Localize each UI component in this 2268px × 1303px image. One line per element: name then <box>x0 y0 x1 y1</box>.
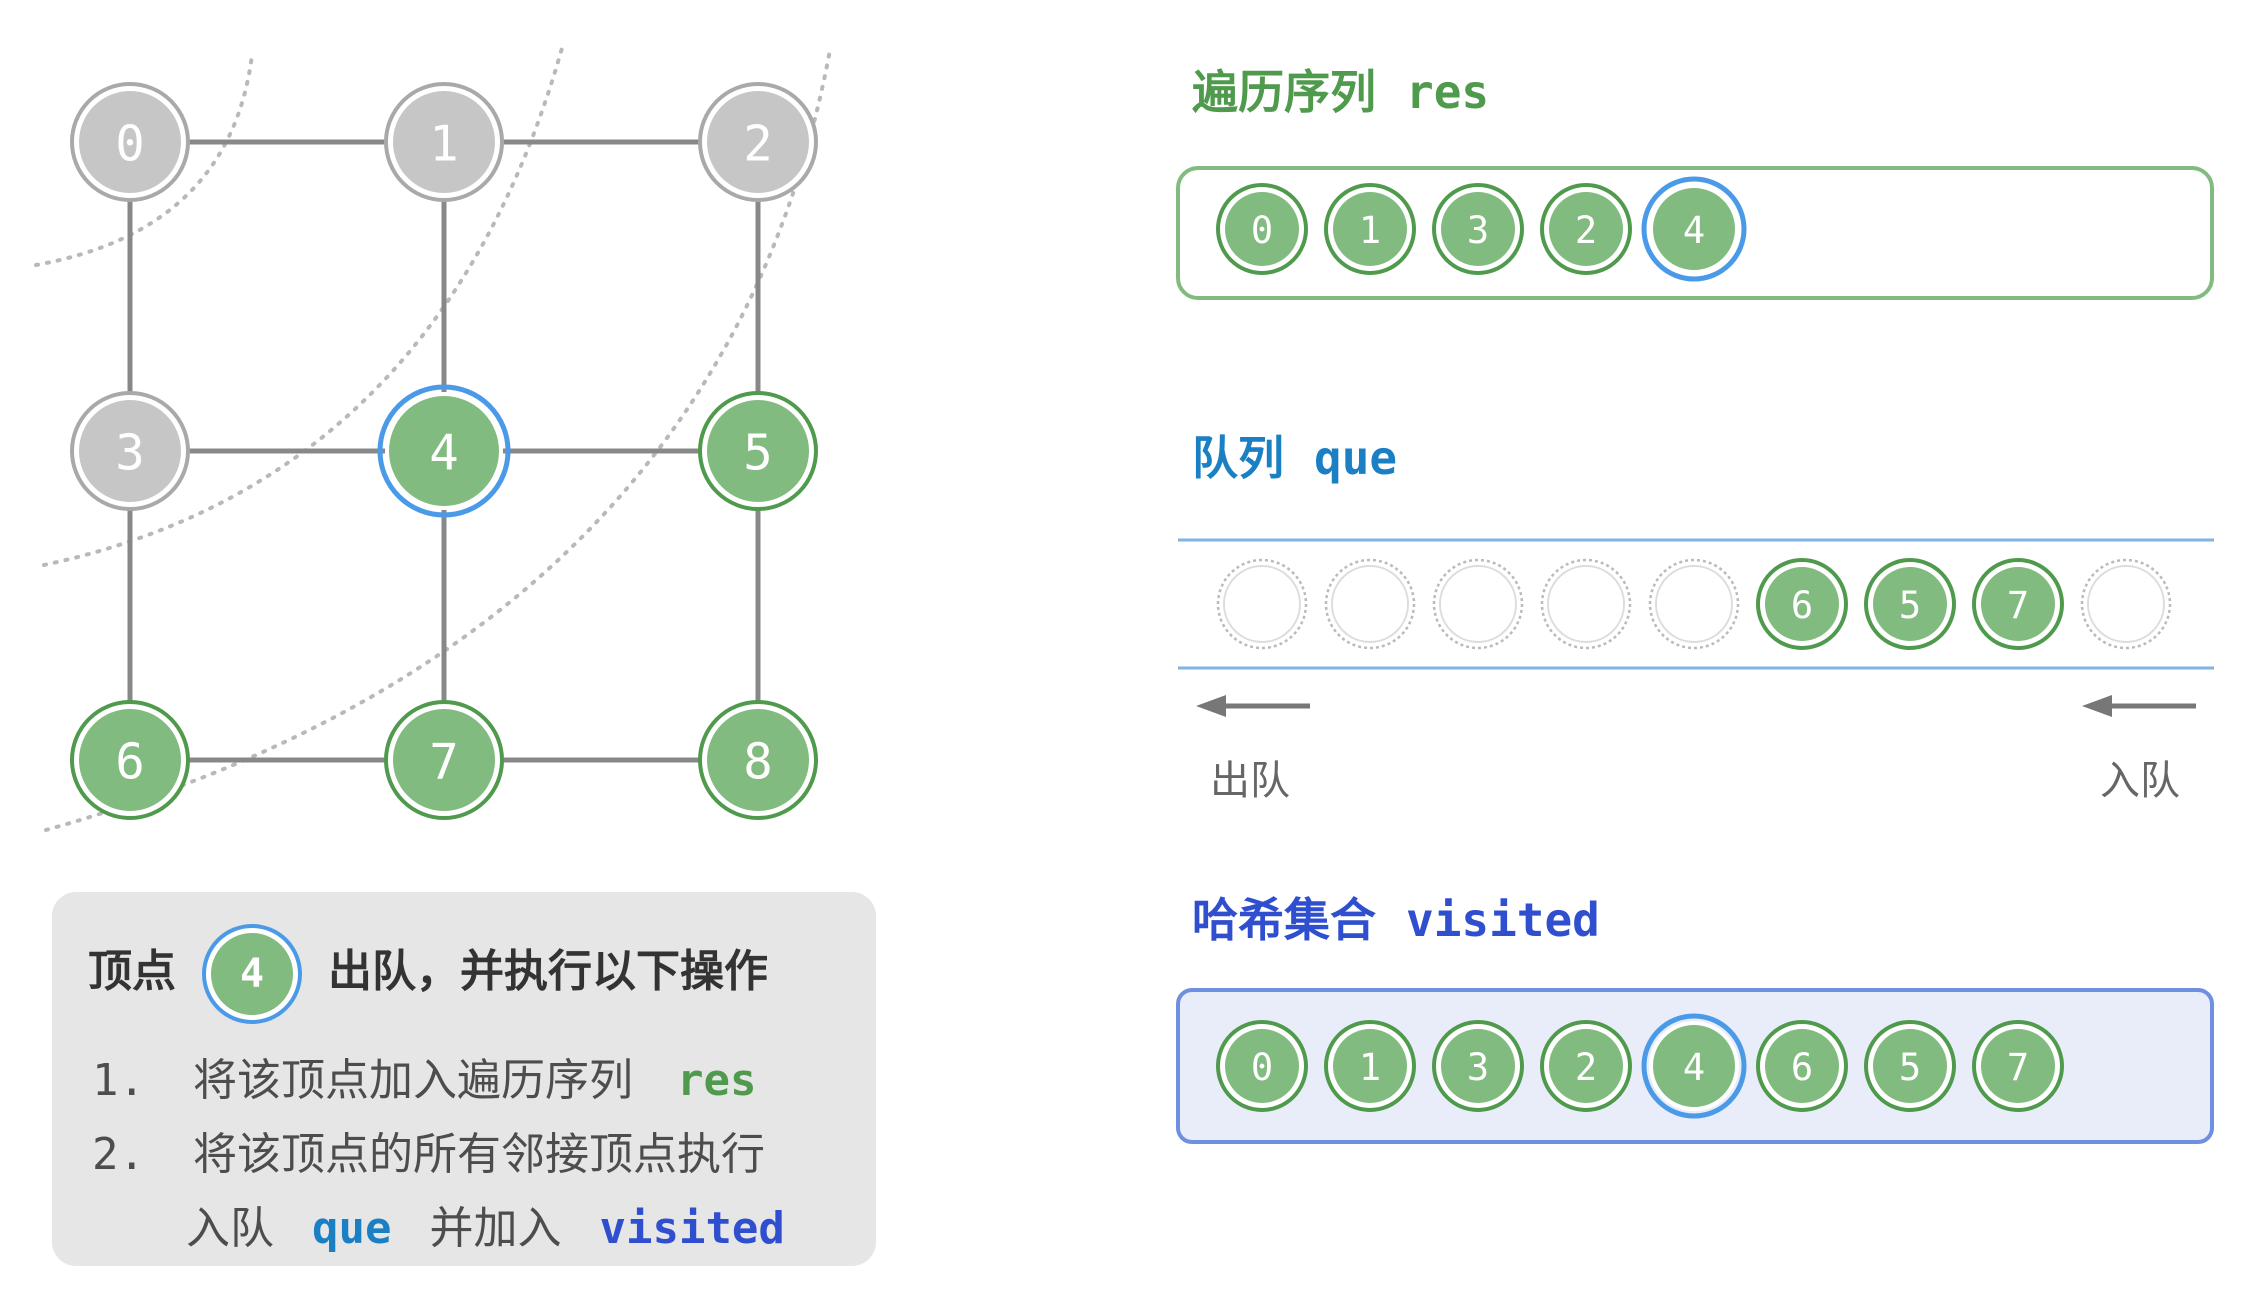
queue-item-6: 6 <box>1756 558 1848 650</box>
visited-item-3-label: 3 <box>1467 1046 1489 1089</box>
queue-item-7-label: 7 <box>2007 584 2029 627</box>
info-step-2-continued: 入队 que 并加入 visited <box>186 1192 785 1256</box>
queue-item-5: 5 <box>1864 558 1956 650</box>
step-2b-code-visited: visited <box>599 1203 785 1254</box>
frontier-arc-3 <box>44 48 832 832</box>
visited-item-5-label: 5 <box>1899 1046 1921 1089</box>
res-title: 遍历序列 res <box>1192 56 1489 122</box>
queue-slots: 6 5 7 <box>1216 558 2172 650</box>
queue-empty-slot <box>2080 558 2172 650</box>
enqueue-label: 入队 <box>2100 758 2180 804</box>
visited-item-4: 4 <box>1641 1013 1747 1119</box>
queue-empty-slot <box>1216 558 1308 650</box>
visited-items: 0 1 3 2 4 6 5 7 <box>1216 1013 2064 1119</box>
que-title: 队列 que <box>1192 422 1397 488</box>
que-title-code: que <box>1314 431 1398 485</box>
step-2-number: 2. <box>92 1129 145 1180</box>
graph-nodes: 0 1 2 3 4 5 6 7 8 <box>70 82 818 820</box>
res-item-1-label: 1 <box>1359 209 1381 252</box>
current-vertex-badge: 4 <box>206 928 298 1020</box>
frontier-arc-1 <box>34 53 254 267</box>
bfs-frontier-arcs <box>34 46 832 832</box>
visited-item-1-label: 1 <box>1359 1046 1381 1089</box>
visited-item-3: 3 <box>1432 1020 1524 1112</box>
enqueue-arrow <box>2082 695 2196 717</box>
visited-item-7: 7 <box>1972 1020 2064 1112</box>
res-item-4-label: 4 <box>1683 209 1705 252</box>
graph-node-3-label: 3 <box>115 425 145 482</box>
res-item-2-label: 2 <box>1575 209 1597 252</box>
res-title-code: res <box>1406 65 1490 119</box>
frontier-arc-2 <box>42 46 564 567</box>
step-1-number: 1. <box>92 1055 145 1106</box>
graph-node-6: 6 <box>70 700 190 820</box>
visited-item-2-label: 2 <box>1575 1046 1597 1089</box>
graph-node-5: 5 <box>698 391 818 511</box>
step-info-box: 顶点 4 出队，并执行以下操作 1. 将该顶点加入遍历序列 res 2. 将该顶点的… <box>52 892 876 1266</box>
visited-item-0: 0 <box>1216 1020 1308 1112</box>
res-item-3-label: 3 <box>1467 209 1489 252</box>
graph-node-4-label: 4 <box>429 425 459 482</box>
res-item-0: 0 <box>1216 183 1308 275</box>
graph-node-4: 4 <box>377 384 511 518</box>
queue-empty-slot <box>1648 558 1740 650</box>
graph-node-6-label: 6 <box>115 734 145 791</box>
info-step-1: 1. 将该顶点加入遍历序列 res <box>92 1044 756 1108</box>
dequeue-label: 出队 <box>1210 758 1290 804</box>
visited-title: 哈希集合 visited <box>1192 884 1600 950</box>
graph-node-8: 8 <box>698 700 818 820</box>
info-head-prefix: 顶点 <box>88 946 176 997</box>
visited-title-text: 哈希集合 <box>1192 893 1376 947</box>
visited-item-2: 2 <box>1540 1020 1632 1112</box>
info-heading: 顶点 4 出队，并执行以下操作 <box>88 928 768 1020</box>
res-item-3: 3 <box>1432 183 1524 275</box>
graph-node-1-label: 1 <box>429 116 459 173</box>
step-1-text: 将该顶点加入遍历序列 <box>192 1055 633 1106</box>
graph-node-0-label: 0 <box>115 116 145 173</box>
graph-node-0: 0 <box>70 82 190 202</box>
graph-node-7-label: 7 <box>429 734 459 791</box>
graph-node-8-label: 8 <box>743 734 773 791</box>
queue-empty-slot <box>1324 558 1416 650</box>
queue-item-6-label: 6 <box>1791 584 1813 627</box>
step-2b-code-que: que <box>312 1203 392 1254</box>
info-head-suffix: 出队，并执行以下操作 <box>328 946 768 997</box>
queue-item-5-label: 5 <box>1899 584 1921 627</box>
step-2-text: 将该顶点的所有邻接顶点执行 <box>192 1129 765 1180</box>
queue-empty-slot <box>1540 558 1632 650</box>
res-title-text: 遍历序列 <box>1192 65 1376 119</box>
step-1-code: res <box>676 1055 757 1106</box>
graph-node-3: 3 <box>70 391 190 511</box>
graph-node-2-label: 2 <box>743 116 773 173</box>
visited-item-5: 5 <box>1864 1020 1956 1112</box>
queue-empty-slot <box>1432 558 1524 650</box>
res-items: 0 1 3 2 4 <box>1216 176 1747 282</box>
que-title-text: 队列 <box>1192 431 1284 485</box>
res-item-4: 4 <box>1641 176 1747 282</box>
visited-item-1: 1 <box>1324 1020 1416 1112</box>
graph-node-1: 1 <box>384 82 504 202</box>
res-item-0-label: 0 <box>1251 209 1273 252</box>
graph-node-5-label: 5 <box>743 425 773 482</box>
visited-item-0-label: 0 <box>1251 1046 1273 1089</box>
visited-title-code: visited <box>1406 893 1600 947</box>
visited-item-4-label: 4 <box>1683 1046 1705 1089</box>
visited-item-6: 6 <box>1756 1020 1848 1112</box>
graph-node-2: 2 <box>698 82 818 202</box>
visited-item-7-label: 7 <box>2007 1046 2029 1089</box>
queue-item-7: 7 <box>1972 558 2064 650</box>
info-step-2: 2. 将该顶点的所有邻接顶点执行 <box>92 1118 765 1182</box>
visited-item-6-label: 6 <box>1791 1046 1813 1089</box>
res-item-1: 1 <box>1324 183 1416 275</box>
step-2b-text-1: 入队 <box>186 1203 274 1254</box>
dequeue-arrow <box>1196 695 1310 717</box>
step-2b-text-2: 并加入 <box>429 1203 562 1254</box>
res-item-2: 2 <box>1540 183 1632 275</box>
graph-node-7: 7 <box>384 700 504 820</box>
